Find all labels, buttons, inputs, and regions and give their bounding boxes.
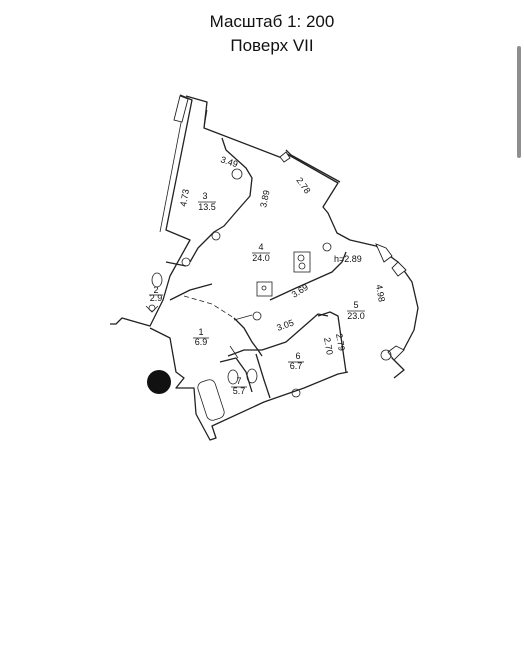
dim-2-79: 2.79: [334, 333, 347, 352]
bathtub-icon: [197, 379, 225, 421]
fixture-circle-room3: [231, 168, 243, 180]
dim-3-69: 3.69: [290, 282, 310, 300]
fixture-circle-room5b: [291, 388, 301, 398]
room-7-area: 5.7: [233, 386, 246, 396]
window-hatches: [173, 95, 407, 361]
room-5-number: 5: [353, 300, 358, 310]
room-1-number: 1: [198, 327, 203, 337]
room-4-number: 4: [258, 242, 263, 252]
toilet-icon-room2: [151, 272, 163, 288]
toilet-icon-room6: [246, 368, 258, 384]
room-labels: 3 13.5 4 24.0 5 23.0 2 2.9 1 6.9 6 6.7 7…: [149, 191, 365, 396]
dim-2-70: 2.70: [322, 337, 335, 356]
fixture-circle-room2: [181, 257, 191, 267]
fixture-circle-room5: [380, 349, 392, 361]
dim-3-49: 3.49: [219, 154, 239, 169]
stove-icon: [293, 251, 311, 273]
interior-walls: [165, 137, 347, 399]
dim-3-89: 3.89: [258, 189, 271, 208]
washbasin-icon-room2: [145, 305, 159, 313]
toilet-icon-room7: [227, 369, 239, 385]
dim-4-73: 4.73: [178, 188, 191, 207]
room-7-number: 7: [236, 376, 241, 386]
scrollbar-thumb[interactable]: [517, 46, 521, 158]
room-6-area: 6.7: [290, 361, 303, 371]
dimension-labels: 3.49 4.73 3.89 2.78 h=2.89 4.98 3.69 3.0…: [178, 154, 387, 355]
dim-4-98: 4.98: [374, 284, 387, 303]
sink-icon: [256, 281, 273, 297]
room-3-number: 3: [202, 191, 207, 201]
dim-3-05: 3.05: [275, 317, 295, 332]
room-1-area: 6.9: [195, 337, 208, 347]
fixture-circle-room4a: [211, 231, 221, 241]
room-4-area: 24.0: [252, 253, 270, 263]
dim-2-78: 2.78: [294, 175, 312, 195]
dim-h-2-89: h=2.89: [334, 254, 362, 264]
scale-title: Масштаб 1: 200: [209, 12, 335, 31]
room-6-number: 6: [295, 351, 300, 361]
room-2-area: 2.9: [150, 293, 163, 303]
fixtures: [145, 168, 392, 421]
fixture-circle-room1: [252, 311, 262, 321]
room-2-number: 2: [153, 285, 158, 295]
fixture-circle-room4b: [322, 242, 332, 252]
redaction-blob: [147, 370, 171, 394]
room-3-area: 13.5: [198, 202, 216, 212]
floor-title: Поверх VII: [230, 36, 314, 55]
room-5-area: 23.0: [347, 311, 365, 321]
